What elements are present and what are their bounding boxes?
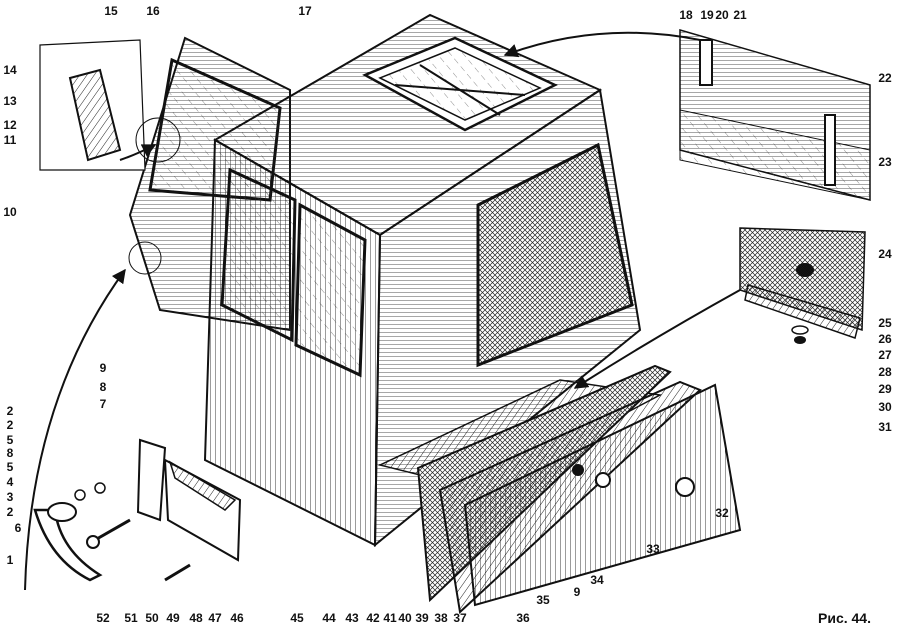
part-label-52: 52: [96, 611, 110, 625]
part-label-20: 20: [715, 8, 729, 22]
part-label-26: 26: [878, 332, 892, 346]
lock-mechanism: [136, 438, 242, 582]
part-label-5: 5: [6, 433, 14, 447]
part-label-46: 46: [230, 611, 244, 625]
part-label-22: 22: [878, 71, 892, 85]
part-label-33: 33: [646, 542, 660, 556]
part-label-42: 42: [366, 611, 380, 625]
part-label-51: 51: [124, 611, 138, 625]
door-handle-assembly: [33, 482, 131, 582]
roof-hatch-inset: [679, 29, 871, 201]
part-label-9: 9: [573, 585, 581, 599]
part-label-36: 36: [516, 611, 530, 625]
part-label-48: 48: [189, 611, 203, 625]
part-label-24: 24: [878, 247, 892, 261]
part-label-38: 38: [434, 611, 448, 625]
part-label-8: 8: [99, 380, 107, 394]
part-label-9: 9: [99, 361, 107, 375]
part-label-8: 8: [6, 446, 14, 460]
part-label-45: 45: [290, 611, 304, 625]
cab-front-wall: [203, 138, 382, 547]
part-label-49: 49: [166, 611, 180, 625]
part-label-23: 23: [878, 155, 892, 169]
part-label-6: 6: [14, 521, 22, 535]
part-label-21: 21: [733, 8, 747, 22]
part-label-7: 7: [99, 397, 107, 411]
part-label-3: 3: [6, 490, 14, 504]
part-label-27: 27: [878, 348, 892, 362]
part-label-44: 44: [322, 611, 336, 625]
part-label-2: 2: [6, 505, 14, 519]
part-label-19: 19: [700, 8, 714, 22]
part-label-39: 39: [415, 611, 429, 625]
part-label-14: 14: [3, 63, 17, 77]
part-label-43: 43: [345, 611, 359, 625]
part-label-28: 28: [878, 365, 892, 379]
part-label-30: 30: [878, 400, 892, 414]
hinge-inset: [39, 39, 181, 275]
bracket-inset: [739, 227, 866, 344]
part-label-10: 10: [3, 205, 17, 219]
part-label-31: 31: [878, 420, 892, 434]
part-label-47: 47: [208, 611, 222, 625]
part-label-41: 41: [383, 611, 397, 625]
cab-side-wall: [373, 88, 642, 548]
part-label-16: 16: [146, 4, 160, 18]
part-label-32: 32: [715, 506, 729, 520]
side-panels: [416, 364, 742, 614]
part-label-4: 4: [6, 475, 14, 489]
part-label-17: 17: [298, 4, 312, 18]
part-label-29: 29: [878, 382, 892, 396]
part-label-37: 37: [453, 611, 467, 625]
part-label-11: 11: [3, 133, 17, 147]
part-label-13: 13: [3, 94, 17, 108]
callout-arrows: [24, 31, 741, 591]
part-label-34: 34: [590, 573, 604, 587]
part-label-15: 15: [104, 4, 118, 18]
part-label-50: 50: [145, 611, 159, 625]
part-label-1: 1: [6, 553, 14, 567]
part-label-40: 40: [398, 611, 412, 625]
part-label-2: 2: [6, 418, 14, 432]
part-label-12: 12: [3, 118, 17, 132]
part-label-2: 2: [6, 404, 14, 418]
part-label-18: 18: [679, 8, 693, 22]
part-label-25: 25: [878, 316, 892, 330]
cab-roof: [213, 13, 603, 237]
part-label-5: 5: [6, 460, 14, 474]
figure-caption: Рис. 44.: [818, 610, 871, 626]
part-label-35: 35: [536, 593, 550, 607]
